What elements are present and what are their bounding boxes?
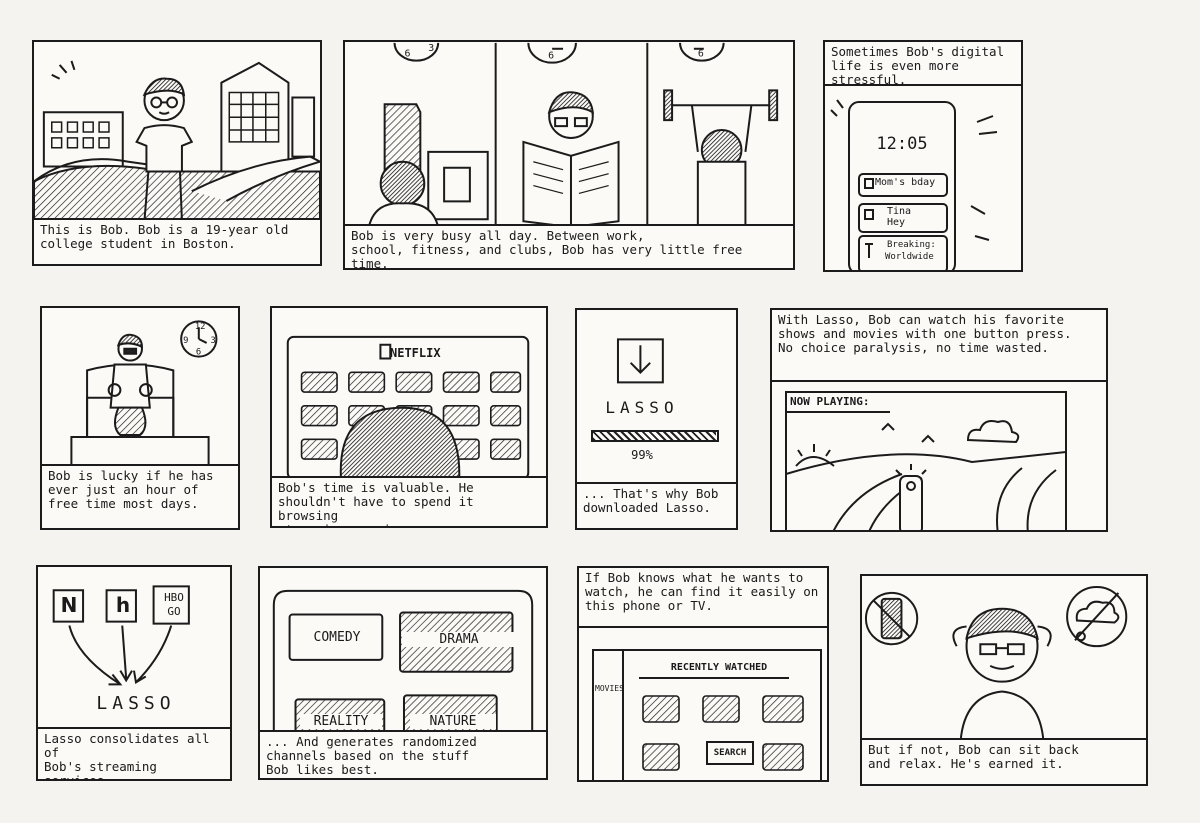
no-thought-icon	[1067, 587, 1126, 646]
panel-8-caption: Lasso consolidates all of Bob's streamin…	[38, 727, 230, 779]
bob-relaxing-illustration	[862, 576, 1146, 742]
tv-screen	[593, 650, 821, 782]
busy-day-illustration: 63 6 6	[345, 43, 793, 228]
now-playing-banner: NOW PLAYING:	[790, 395, 870, 408]
genre-drama-label: DRAMA	[402, 632, 516, 647]
panel-8-consolidates: N h HBO GO LASSO Lasso consolidates all …	[36, 565, 232, 781]
netflix-logo-icon	[380, 345, 390, 359]
panel-9-channels: COMEDY DRAMA REALITY NATURE ... And gene…	[258, 566, 548, 780]
panel-11-relax: But if not, Bob can sit back and relax. …	[860, 574, 1148, 786]
panel-5-browsing: NETFLIX Bob's time is valuable. He shoul…	[270, 306, 548, 528]
bob-head-back	[341, 408, 460, 479]
hbo-go-logo-icon	[154, 586, 189, 623]
svg-text:6: 6	[196, 348, 201, 358]
clock-icon-2: 6	[528, 43, 576, 63]
phone-time: 12:05	[876, 134, 928, 154]
lasso-app-name: LASSO	[605, 398, 679, 417]
panel-3-digital-stress: Sometimes Bob's digital life is even mor…	[823, 40, 1023, 272]
netflix-logo-letter: N	[60, 593, 78, 617]
phone-body	[849, 102, 955, 272]
streaming-services-illustration	[38, 567, 230, 737]
bob-on-couch-illustration: 12 9 36	[42, 308, 238, 468]
genre-reality-label: REALITY	[300, 714, 382, 729]
download-progress-label: 99%	[631, 448, 653, 462]
panel-7-caption: With Lasso, Bob can watch his favorite s…	[772, 310, 1106, 382]
download-arrow-icon	[618, 339, 663, 382]
lasso-platform-name: LASSO	[96, 693, 176, 714]
panel-11-caption: But if not, Bob can sit back and relax. …	[862, 738, 1146, 784]
genre-tile-comedy	[290, 615, 383, 660]
phone-notifications-illustration	[825, 86, 1023, 272]
netflix-browsing-illustration	[272, 308, 546, 480]
now-playing-illustration	[772, 382, 1108, 532]
bob-in-boston-illustration	[34, 42, 320, 222]
download-progress-bar	[591, 430, 719, 442]
panel-5-caption: Bob's time is valuable. He shouldn't hav…	[272, 476, 546, 526]
bob-figure	[137, 79, 192, 221]
panel-2-caption: Bob is very busy all day. Between work, …	[345, 224, 793, 268]
panel-1-caption: This is Bob. Bob is a 19-year old colleg…	[34, 218, 320, 264]
netflix-brand: NETFLIX	[390, 346, 441, 360]
svg-text:6: 6	[548, 51, 554, 62]
svg-text:6: 6	[698, 49, 704, 60]
panel-7-now-playing: With Lasso, Bob can watch his favorite s…	[770, 308, 1108, 532]
panel-9-caption: ... And generates randomized channels ba…	[260, 730, 546, 778]
notification-news-body: Worldwide	[885, 252, 934, 262]
panel-3-caption: Sometimes Bob's digital life is even mor…	[825, 42, 1021, 87]
hulu-logo-icon	[107, 590, 136, 621]
notification-news-title: Breaking:	[887, 240, 936, 250]
channels-illustration	[260, 568, 546, 734]
lasso-download-illustration	[577, 310, 736, 482]
hbo-logo-line2: GO	[167, 605, 181, 618]
clock-icon-3: 6	[680, 43, 724, 61]
bob-lifting-weights	[664, 90, 777, 227]
panel-6-download: LASSO 99% ... That's why Bob downloaded …	[575, 308, 738, 530]
bob-figure	[109, 335, 152, 435]
download-progress-fill	[593, 432, 716, 440]
notification-mom: Mom's bday	[875, 177, 936, 188]
panel-4-caption: Bob is lucky if he has ever just an hour…	[42, 464, 238, 528]
netflix-logo-icon	[54, 590, 83, 621]
bob-figure	[953, 609, 1050, 741]
news-icon	[865, 244, 873, 258]
search-box	[707, 742, 753, 764]
building-right	[221, 63, 288, 171]
svg-text:9: 9	[183, 336, 188, 346]
hulu-logo-letter: h	[115, 593, 131, 617]
svg-text:12: 12	[195, 322, 206, 332]
svg-text:6: 6	[404, 49, 410, 60]
recently-watched-illustration	[579, 628, 829, 782]
svg-text:3: 3	[211, 336, 216, 346]
panel-6-caption: ... That's why Bob downloaded Lasso.	[577, 482, 736, 528]
panel-10-search: If Bob knows what he wants to watch, he …	[577, 566, 829, 782]
bob-reading	[523, 92, 618, 227]
svg-text:3: 3	[428, 43, 434, 54]
hbo-logo-line1: HBO	[164, 591, 184, 604]
search-button[interactable]: SEARCH	[713, 748, 747, 758]
panel-10-caption: If Bob knows what he wants to watch, he …	[579, 568, 827, 628]
notification-tina-sender: Tina	[887, 206, 912, 217]
notification-tina-message: Hey	[887, 217, 906, 228]
bob-at-computer	[369, 104, 488, 227]
tv-screen	[786, 392, 1066, 532]
clock-icon: 12 9 36	[181, 321, 216, 358]
genre-nature-label: NATURE	[410, 714, 496, 729]
sun-rays-icon	[52, 61, 75, 79]
panel-1-intro: This is Bob. Bob is a 19-year old colleg…	[32, 40, 322, 266]
cloud-icon	[968, 421, 1018, 442]
tv-screen	[274, 591, 532, 733]
calendar-icon	[865, 179, 873, 188]
movies-side-label: MOVIES	[595, 684, 624, 693]
genre-comedy-label: COMEDY	[313, 630, 361, 645]
clock-icon-1: 63	[395, 43, 439, 61]
remote-control-icon	[896, 464, 926, 530]
bird-icons	[882, 424, 934, 442]
chat-icon	[865, 210, 873, 219]
recently-watched-heading: RECENTLY WATCHED	[670, 662, 768, 673]
no-phone-icon	[866, 593, 917, 644]
vibration-lines-icon	[831, 100, 997, 240]
